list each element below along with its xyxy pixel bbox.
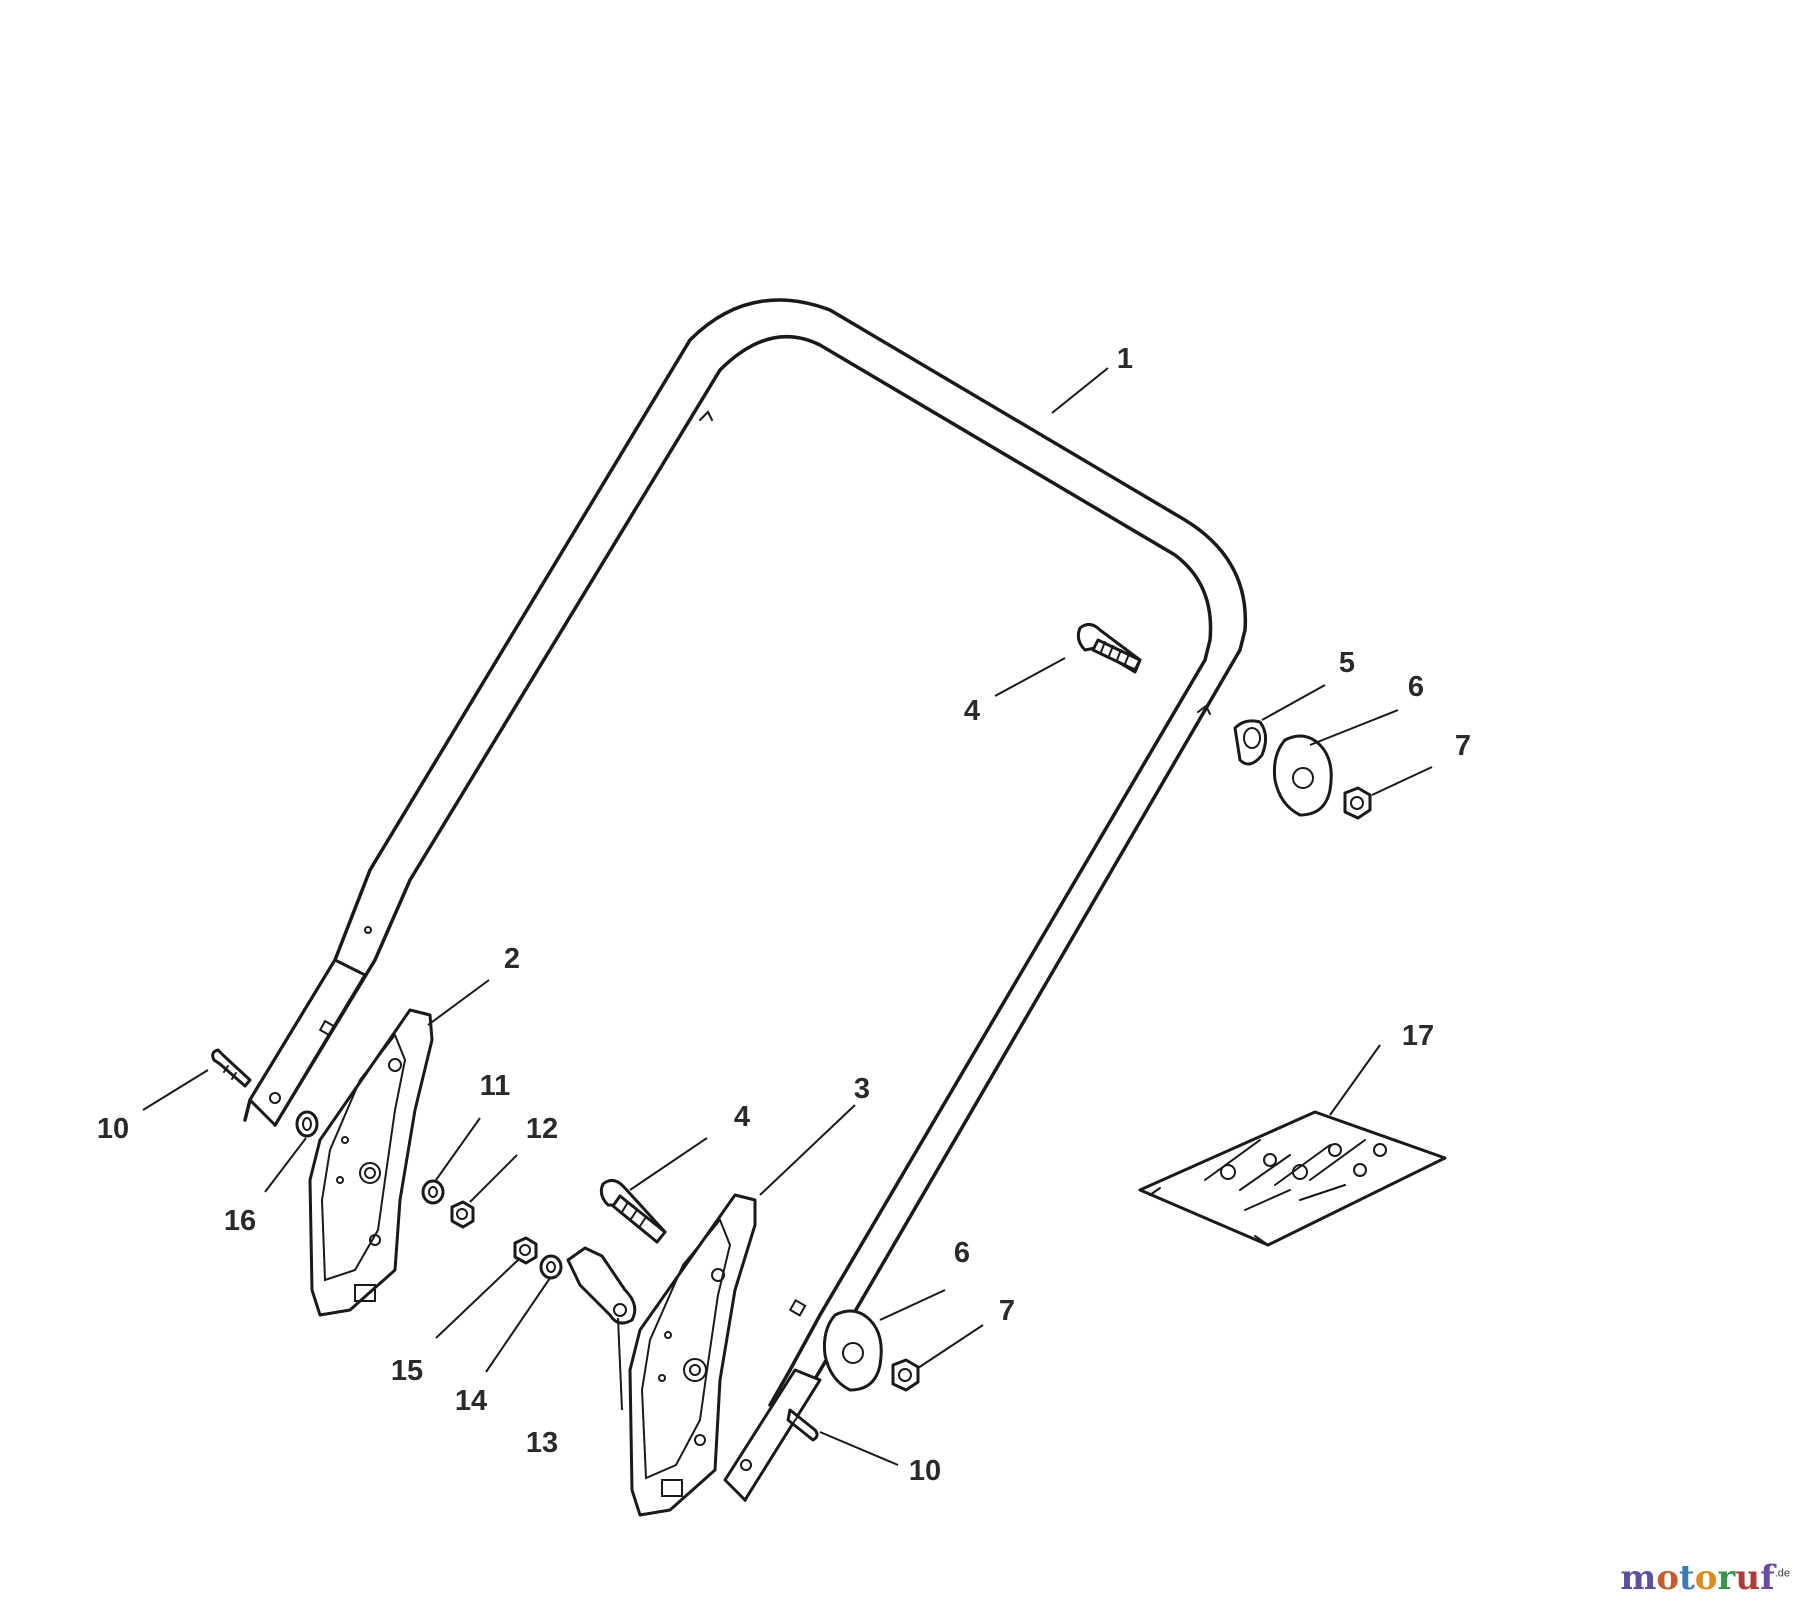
- logo-letter: m: [1620, 1558, 1657, 1598]
- callout-2: 2: [504, 943, 520, 975]
- nut-upper: [1343, 786, 1372, 820]
- callout-13: 13: [526, 1427, 558, 1459]
- screw-left: [211, 1048, 252, 1088]
- logo-letter: f: [1760, 1558, 1775, 1598]
- hardware-bag: [1138, 1110, 1447, 1247]
- star-knob-upper: [1273, 734, 1333, 817]
- callout-14: 14: [455, 1385, 487, 1417]
- logo-letter: r: [1717, 1558, 1736, 1598]
- logo-letter: o: [1656, 1558, 1679, 1598]
- nut-lower: [891, 1358, 920, 1392]
- screw-right: [786, 1408, 819, 1442]
- callout-10-left: 10: [97, 1113, 129, 1145]
- callout-6-upper: 6: [1408, 671, 1424, 703]
- carriage-bolt-upper: [1076, 623, 1142, 674]
- handle-frame: [243, 298, 1248, 1502]
- callout-5: 5: [1339, 647, 1355, 679]
- carriage-bolt-lower: [599, 1179, 667, 1244]
- callout-17: 17: [1402, 1020, 1434, 1052]
- nut-15: [513, 1236, 538, 1265]
- right-bracket-plate: [628, 1193, 757, 1517]
- logo-domain-suffix: .de: [1774, 1567, 1790, 1580]
- logo-letter: t: [1679, 1558, 1695, 1598]
- callout-1: 1: [1117, 343, 1133, 375]
- star-knob-lower: [823, 1309, 883, 1392]
- callout-4-lower: 4: [734, 1101, 750, 1133]
- washer-14: [539, 1254, 563, 1280]
- logo-letter: o: [1694, 1558, 1718, 1598]
- latch-lever: [566, 1246, 637, 1325]
- washer-16: [295, 1110, 319, 1138]
- callout-16: 16: [224, 1205, 256, 1237]
- cam-washer: [1233, 719, 1267, 766]
- callout-12: 12: [526, 1113, 558, 1145]
- callout-6-lower: 6: [954, 1237, 970, 1269]
- callout-10-right: 10: [909, 1455, 941, 1487]
- callout-4-upper: 4: [964, 695, 980, 727]
- callout-7-upper: 7: [1455, 730, 1471, 762]
- logo-letter: u: [1735, 1558, 1761, 1598]
- leader-lines: [142, 367, 1433, 1466]
- callout-7-lower: 7: [999, 1295, 1015, 1327]
- callout-labels: 1 2 3 4 4 5 6 6 7 7 10 10 11 12 13 14 15…: [97, 343, 1471, 1487]
- callout-15: 15: [391, 1355, 423, 1387]
- motoruf-watermark-logo: motoruf.de: [1620, 1558, 1790, 1598]
- nut-12: [450, 1200, 475, 1229]
- callout-11: 11: [480, 1070, 511, 1102]
- left-bracket-plate: [308, 1008, 434, 1317]
- washer-11: [421, 1179, 445, 1205]
- callout-3: 3: [854, 1073, 870, 1105]
